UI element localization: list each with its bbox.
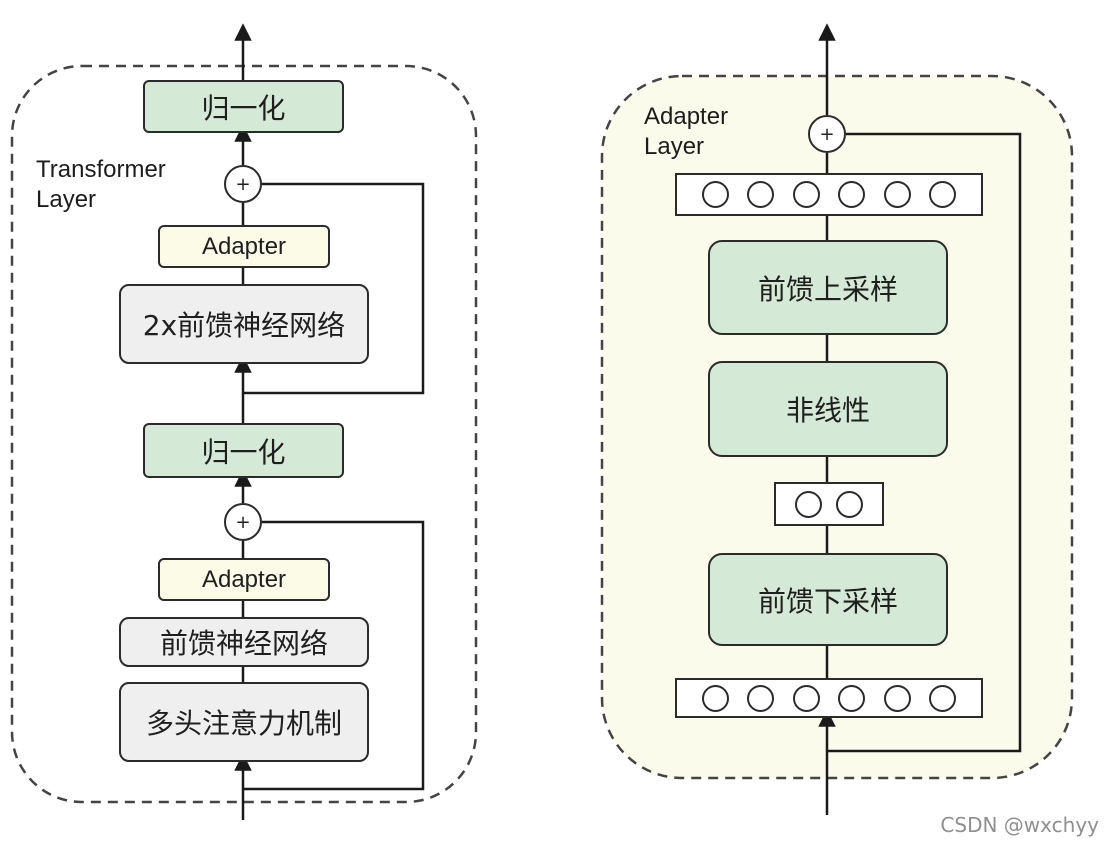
neuron-node — [792, 181, 820, 208]
csdn-watermark: CSDN @wxchyy — [940, 813, 1099, 837]
adapter-layer-label: Adapter Layer — [644, 103, 729, 160]
neuron-node — [747, 181, 775, 208]
top-layer-norm-block: 归一化 — [143, 80, 344, 133]
left-residual-bottom — [243, 520, 425, 791]
top-add-node: + — [224, 165, 262, 203]
neuron-node — [883, 684, 911, 712]
neuron-node — [838, 181, 866, 208]
neuron-node — [838, 684, 866, 712]
adapter-add-node: + — [808, 115, 846, 153]
bottom-neuron-row — [675, 678, 983, 718]
neuron-node — [701, 181, 729, 208]
neuron-node — [792, 684, 820, 712]
neuron-node — [835, 490, 863, 518]
feedforward-up-project-block: 前馈上采样 — [708, 240, 948, 335]
bottom-adapter-block: Adapter — [158, 558, 330, 601]
neuron-node — [701, 684, 729, 712]
neuron-node — [883, 181, 911, 208]
feedforward-down-project-block: 前馈下采样 — [708, 553, 948, 646]
right-residual — [827, 132, 1022, 753]
bottom-add-node: + — [224, 503, 262, 541]
neuron-node — [929, 684, 957, 712]
neuron-node — [795, 490, 823, 518]
neuron-node — [929, 181, 957, 208]
middle-layer-norm-block: 归一化 — [143, 423, 344, 478]
top-adapter-block: Adapter — [158, 225, 330, 268]
ffn-block: 前馈神经网络 — [119, 617, 369, 667]
transformer-layer-label: Transformer Layer — [36, 156, 166, 213]
top-neuron-row — [675, 173, 983, 216]
multi-head-attention-block: 多头注意力机制 — [119, 682, 369, 762]
ffn-2x-block: 2x前馈神经网络 — [119, 284, 369, 364]
neuron-node — [747, 684, 775, 712]
middle-neuron-row — [774, 482, 884, 526]
nonlinearity-block: 非线性 — [708, 361, 948, 457]
left-residual-top — [243, 182, 425, 395]
